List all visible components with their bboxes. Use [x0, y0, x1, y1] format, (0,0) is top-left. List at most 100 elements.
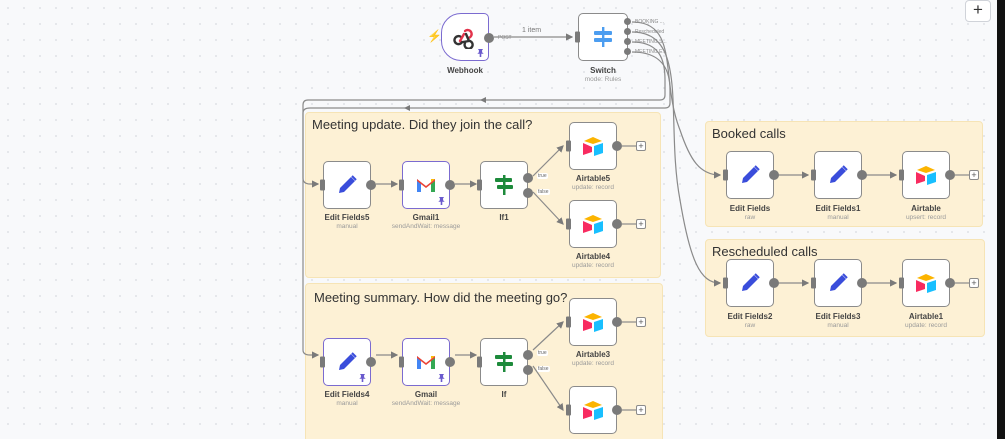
input-handle[interactable] [811, 277, 816, 289]
add-node-button[interactable]: + [636, 219, 646, 229]
input-handle[interactable] [899, 169, 904, 181]
output-handle[interactable] [624, 28, 631, 35]
node-name: Edit Fields5 [324, 213, 370, 222]
output-handle-false[interactable] [523, 188, 533, 198]
webhook-output-label: POST [498, 35, 512, 41]
node-label: Edit Fields3 manual [778, 312, 898, 329]
gmail-icon [417, 356, 435, 369]
node-label: Edit Fields1 manual [778, 204, 898, 221]
switch-output-label: Rescheduled [635, 29, 665, 35]
sticky-title: Meeting update. Did they join the call? [312, 117, 533, 132]
input-handle[interactable] [899, 277, 904, 289]
node-subtitle: raw [744, 322, 756, 329]
node-subtitle: update: record [572, 360, 614, 367]
node-edit-fields5[interactable] [320, 161, 376, 209]
output-handle[interactable] [445, 180, 455, 190]
output-handle-true[interactable] [523, 350, 533, 360]
output-label-true: true [537, 350, 548, 356]
output-handle[interactable] [769, 170, 779, 180]
airtable-icon [583, 313, 603, 332]
input-handle[interactable] [566, 404, 571, 416]
airtable-icon [916, 274, 936, 293]
input-handle[interactable] [575, 31, 580, 43]
node-edit-fields3[interactable] [811, 259, 867, 307]
input-handle[interactable] [320, 356, 325, 368]
node-subtitle: manual [336, 223, 358, 230]
output-handle[interactable] [624, 38, 631, 45]
output-handle[interactable] [366, 180, 376, 190]
node-name: If [501, 390, 507, 399]
output-handle[interactable] [624, 48, 631, 55]
node-airtable4[interactable] [566, 200, 622, 248]
add-node-button[interactable]: + [969, 278, 979, 288]
output-handle[interactable] [612, 317, 622, 327]
pin-icon [438, 197, 445, 205]
output-handle[interactable] [612, 405, 622, 415]
switch-icon [594, 27, 612, 47]
node-webhook[interactable] [441, 13, 494, 61]
node-airtable[interactable] [899, 151, 955, 199]
node-gmail1[interactable] [399, 161, 455, 209]
node-gmail[interactable] [399, 338, 455, 386]
output-handle-true[interactable] [523, 173, 533, 183]
node-airtable5[interactable] [566, 122, 622, 170]
node-if[interactable] [477, 338, 533, 386]
node-subtitle: update: record [905, 322, 947, 329]
node-subtitle: update: record [572, 262, 614, 269]
add-node-button[interactable]: + [969, 170, 979, 180]
output-handle[interactable] [945, 278, 955, 288]
output-handle[interactable] [612, 141, 622, 151]
airtable-icon [583, 401, 603, 420]
input-handle[interactable] [723, 169, 728, 181]
node-name: Airtable5 [575, 174, 611, 183]
node-subtitle: sendAndWait: message [391, 400, 461, 407]
node-edit-fields4[interactable] [320, 338, 376, 386]
output-handle[interactable] [445, 357, 455, 367]
add-node-panel-button[interactable]: + [965, 0, 991, 22]
add-node-button[interactable]: + [636, 317, 646, 327]
add-node-button[interactable]: + [636, 405, 646, 415]
input-handle[interactable] [566, 140, 571, 152]
sticky-title: Rescheduled calls [712, 244, 818, 259]
node-airtable1[interactable] [899, 259, 955, 307]
node-name: Airtable4 [575, 252, 611, 261]
node-switch[interactable] [575, 13, 631, 61]
output-handle[interactable] [612, 219, 622, 229]
node-airtable-bottom[interactable] [566, 386, 622, 434]
node-subtitle: upsert: record [905, 214, 947, 221]
node-subtitle: manual [827, 322, 849, 329]
node-subtitle: sendAndWait: message [391, 223, 461, 230]
output-handle[interactable] [769, 278, 779, 288]
input-handle[interactable] [723, 277, 728, 289]
add-node-button[interactable]: + [636, 141, 646, 151]
output-label-false: false [537, 189, 550, 195]
input-handle[interactable] [399, 179, 404, 191]
input-handle[interactable] [566, 218, 571, 230]
connection-item-count: 1 item [522, 27, 542, 34]
output-handle[interactable] [484, 33, 494, 43]
node-edit-fields2[interactable] [723, 259, 779, 307]
output-handle[interactable] [366, 357, 376, 367]
input-handle[interactable] [477, 356, 482, 368]
sticky-title: Booked calls [712, 126, 786, 141]
input-handle[interactable] [811, 169, 816, 181]
switch-output-label: BOOKING ... [635, 19, 664, 25]
output-handle-false[interactable] [523, 365, 533, 375]
output-handle[interactable] [945, 170, 955, 180]
input-handle[interactable] [566, 316, 571, 328]
node-edit-fields1[interactable] [811, 151, 867, 199]
node-if1[interactable] [477, 161, 533, 209]
node-label: Airtable1 update: record [866, 312, 986, 329]
input-handle[interactable] [399, 356, 404, 368]
node-airtable3[interactable] [566, 298, 622, 346]
pencil-icon [830, 273, 848, 291]
output-handle[interactable] [857, 170, 867, 180]
input-handle[interactable] [320, 179, 325, 191]
output-handle[interactable] [857, 278, 867, 288]
airtable-icon [583, 137, 603, 156]
node-edit-fields[interactable] [723, 151, 779, 199]
output-handle[interactable] [624, 18, 631, 25]
input-handle[interactable] [477, 179, 482, 191]
node-label: Edit Fields4 manual [287, 390, 407, 407]
